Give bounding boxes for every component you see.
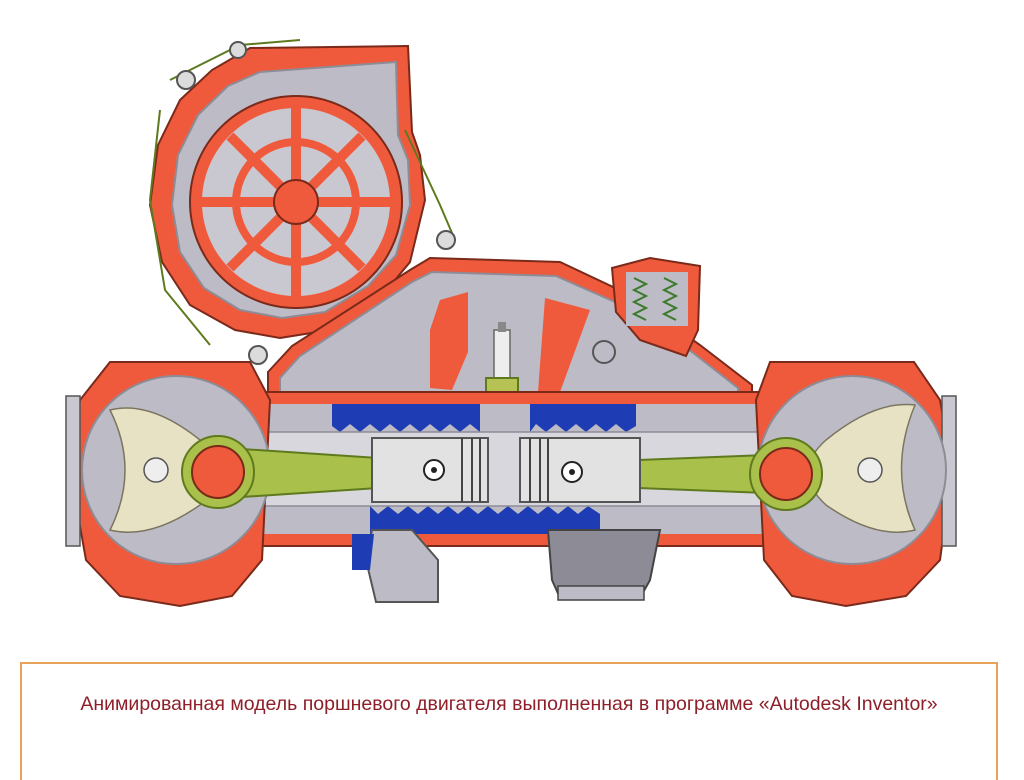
bolt-head <box>176 70 196 90</box>
caption-box: Анимированная модель поршневого двигател… <box>20 662 998 780</box>
water-jacket-top <box>332 404 636 432</box>
left-crankpin <box>191 445 245 499</box>
turbocharger-icon <box>148 39 456 365</box>
right-crankcase <box>754 361 957 608</box>
spark-plug-insulator <box>493 329 511 381</box>
pistons <box>371 437 641 503</box>
right-crankpin <box>759 447 813 501</box>
left-crankcase <box>65 361 272 608</box>
head-bolt <box>592 340 616 364</box>
slide-caption: Анимированная модель поршневого двигател… <box>80 693 938 715</box>
lower-right-port-base <box>557 585 645 601</box>
piston-rings <box>461 438 549 502</box>
spark-plug-terminal <box>498 322 506 332</box>
valve-cavity <box>626 272 688 326</box>
left-main-journal <box>143 457 169 483</box>
engine-section-drawing <box>65 39 957 608</box>
left-end-bolts <box>65 395 81 547</box>
left-piston-pin-center <box>431 467 437 473</box>
valve-spring-coil <box>631 277 679 321</box>
head-exhaust-port <box>538 298 590 392</box>
turbine-hub <box>273 179 319 225</box>
valve-spring-icon <box>610 256 702 358</box>
lower-left-port-flange <box>352 534 374 570</box>
water-jacket-bottom <box>370 506 600 534</box>
lower-ports <box>352 529 662 603</box>
right-main-journal <box>857 457 883 483</box>
bolt-head <box>436 230 456 250</box>
turbine-ring-inner <box>232 138 360 266</box>
bolt-head <box>229 41 247 59</box>
head-intake-port <box>430 292 468 390</box>
bolt-head <box>248 345 268 365</box>
right-piston-pin-center <box>569 469 575 475</box>
